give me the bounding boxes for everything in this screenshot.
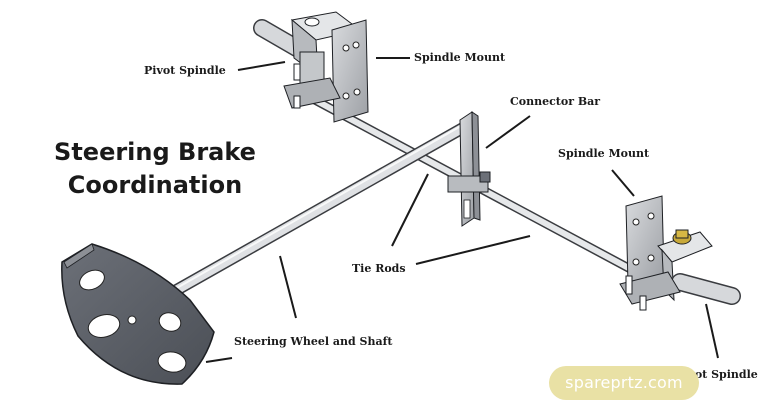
- spindle-mount-top: [253, 11, 369, 123]
- label-steering-wheel-shaft: Steering Wheel and Shaft: [234, 335, 393, 348]
- label-spindle-mount-top: Spindle Mount: [414, 51, 506, 64]
- leader-tie-rod-2: [415, 235, 531, 265]
- leader-pivot-spindle-left: [237, 61, 286, 71]
- leader-spindle-mount-right: [611, 169, 635, 197]
- label-pivot-spindle-left: Pivot Spindle: [144, 64, 226, 77]
- leader-lines: [205, 57, 719, 363]
- leader-connector-bar: [485, 115, 531, 149]
- connector-bar: [447, 111, 491, 227]
- label-spindle-mount-right: Spindle Mount: [558, 147, 650, 160]
- title-line-2: Coordination: [67, 171, 243, 199]
- leader-steering-shaft-1: [279, 255, 297, 319]
- spindle-mount-right: [619, 195, 741, 311]
- leader-tie-rod-1: [391, 173, 429, 247]
- steering-wheel-plate: [61, 243, 215, 385]
- watermark-badge: spareprtz.com: [549, 366, 699, 400]
- title-line-1: Steering Brake: [54, 138, 256, 166]
- label-tie-rods: Tie Rods: [352, 262, 406, 275]
- leader-pivot-spindle-right: [705, 303, 719, 359]
- label-connector-bar: Connector Bar: [510, 95, 601, 108]
- diagram-title: Steering Brake Coordination: [40, 136, 270, 202]
- steering-shaft: [160, 118, 476, 302]
- leader-steering-shaft-2: [205, 357, 233, 363]
